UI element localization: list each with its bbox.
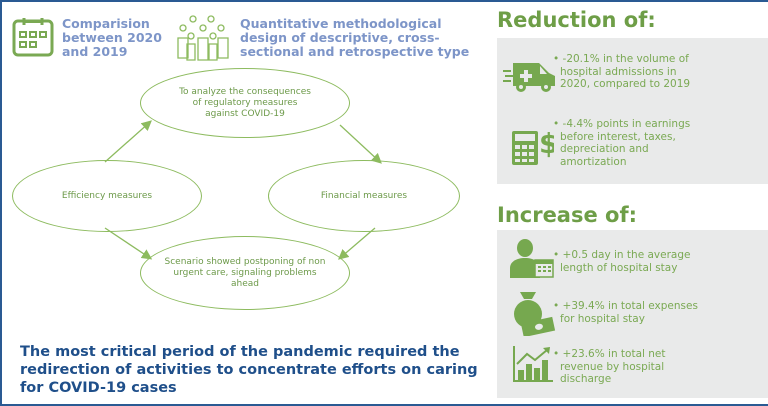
reduction-item: • -20.1% in the volume of hospital admis… (553, 53, 691, 90)
growth-chart-icon (513, 346, 553, 382)
money-bag-icon (514, 292, 556, 336)
calendar-icon (12, 18, 54, 57)
increase-item: • +23.6% in total net revenue by hospita… (553, 348, 666, 385)
reduction-item: • -4.4% points in earnings before intere… (553, 118, 691, 168)
diagram-node-right: Financial measures (268, 160, 460, 232)
svg-text:$: $ (539, 127, 554, 160)
increase-item-text: +39.4% in total expenses for hospital st… (560, 300, 698, 325)
increase-item-text: +23.6% in total net revenue by hospital … (560, 348, 666, 385)
comparison-text: Comparision between 2020 and 2019 (62, 16, 162, 59)
reduction-title: Reduction of: (497, 8, 656, 32)
reduction-item-text: -20.1% in the volume of hospital admissi… (560, 53, 691, 90)
increase-item: • +39.4% in total expenses for hospital … (553, 300, 698, 325)
patient-calendar-icon (510, 239, 554, 278)
cycle-arrows (104, 120, 382, 260)
calculator-dollar-icon: $ (512, 127, 554, 165)
reduction-item-text: -4.4% points in earnings before interest… (560, 118, 691, 168)
people-group-icon (177, 15, 229, 61)
increase-title: Increase of: (497, 203, 637, 227)
increase-item-text: +0.5 day in the average length of hospit… (560, 249, 691, 274)
ambulance-icon (503, 63, 555, 92)
diagram-node-bottom: Scenario showed postponing of non urgent… (140, 236, 350, 310)
increase-item: • +0.5 day in the average length of hosp… (553, 249, 691, 274)
diagram-node-left: Efficiency measures (12, 160, 202, 232)
reduction-panel (497, 38, 768, 184)
diagram-node-top: To analyze the consequences of regulator… (140, 68, 350, 138)
conclusion-text: The most critical period of the pandemic… (20, 344, 478, 396)
design-text: Quantitative methodological design of de… (240, 16, 470, 59)
